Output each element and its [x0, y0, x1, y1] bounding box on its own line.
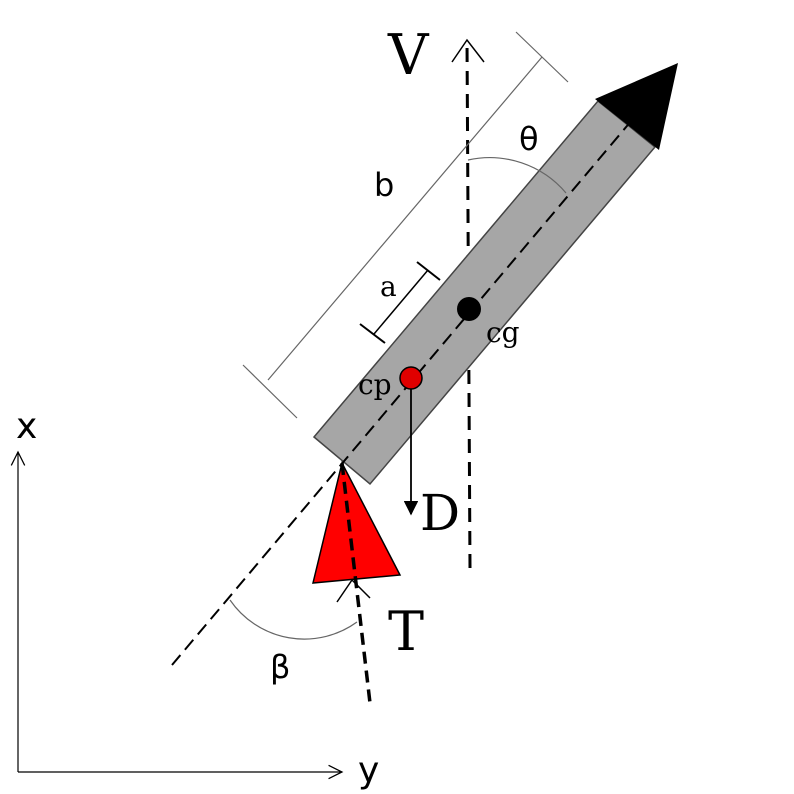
beta-label: β — [270, 648, 290, 686]
cp-label: cp — [358, 368, 392, 401]
thrust-label: T — [388, 600, 424, 663]
drag-label: D — [420, 484, 460, 542]
rocket-nose-cone — [595, 63, 678, 150]
x-axis-label: x — [16, 406, 37, 447]
rocket-body — [312, 99, 657, 486]
cg-marker — [457, 297, 481, 321]
velocity-label: V — [387, 23, 430, 88]
cg-label: cg — [486, 316, 520, 349]
dimension-a: a — [359, 261, 441, 344]
center-of-pressure: cp D — [358, 366, 460, 542]
dimension-b: b — [242, 31, 569, 419]
dimension-a-label: a — [380, 270, 397, 303]
coordinate-axes: x y — [10, 406, 379, 791]
y-axis-label: y — [358, 750, 379, 791]
theta-angle: θ — [467, 120, 567, 194]
velocity-arrowhead — [451, 38, 485, 63]
theta-label: θ — [519, 120, 539, 158]
cp-marker — [399, 366, 423, 390]
center-of-gravity: cg — [457, 297, 520, 349]
thrust: T — [312, 460, 424, 704]
dimension-b-label: b — [374, 166, 394, 204]
thrust-flame — [312, 460, 402, 584]
rocket — [171, 63, 678, 666]
beta-angle: β — [229, 599, 358, 686]
thrust-arrowhead — [336, 578, 371, 603]
